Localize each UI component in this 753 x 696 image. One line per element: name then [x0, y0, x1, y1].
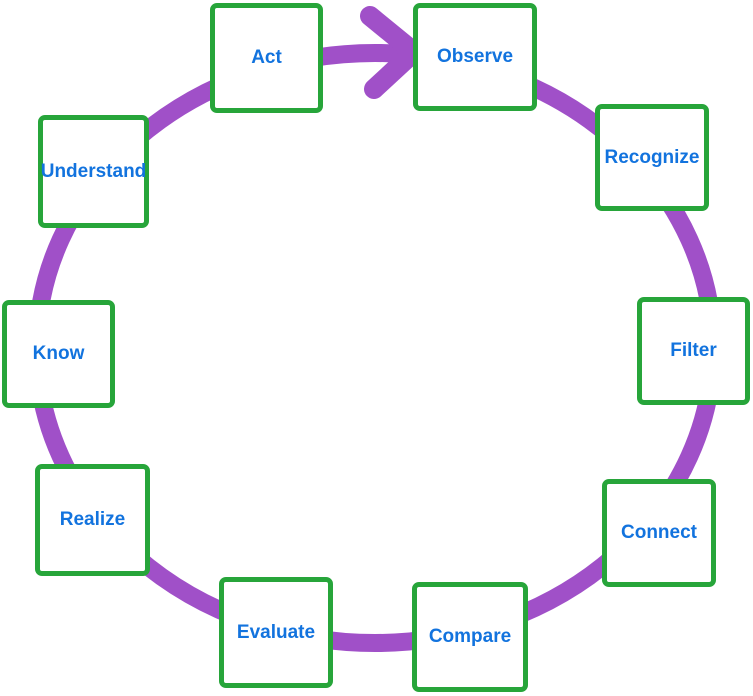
node-evaluate: Evaluate — [219, 577, 333, 688]
node-filter: Filter — [637, 297, 750, 405]
node-know: Know — [2, 300, 115, 408]
node-act: Act — [210, 3, 323, 113]
node-realize: Realize — [35, 464, 150, 576]
node-observe: Observe — [413, 3, 537, 111]
node-compare: Compare — [412, 582, 528, 692]
node-connect: Connect — [602, 479, 716, 587]
node-recognize: Recognize — [595, 104, 709, 211]
node-understand: Understand — [38, 115, 149, 228]
